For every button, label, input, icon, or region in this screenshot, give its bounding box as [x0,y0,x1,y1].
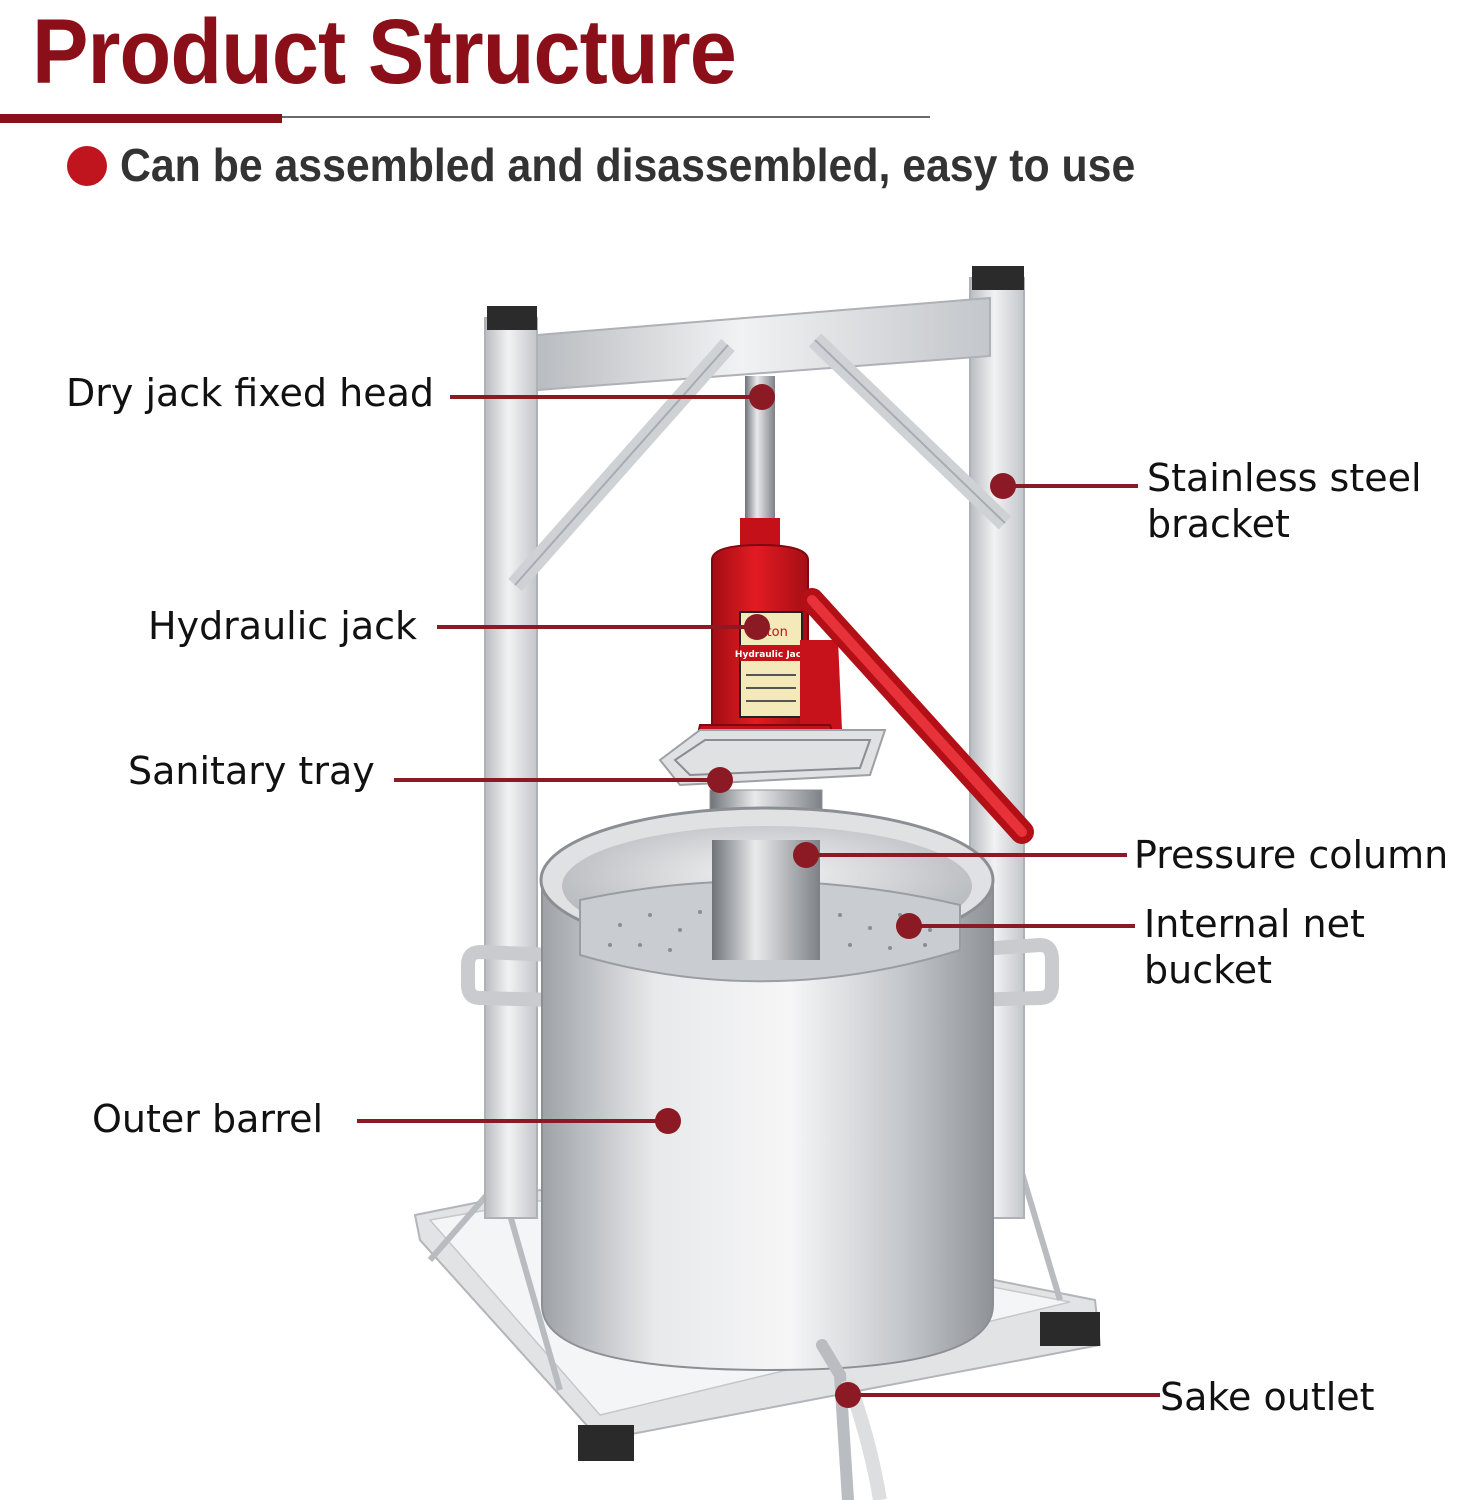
hydraulic-jack-marker [744,614,770,640]
callout-dots [655,384,1016,1408]
label-dry-jack-fixed-head: Dry jack fixed head [66,371,434,415]
page-title: Product Structure [32,1,737,103]
title-divider [0,116,930,118]
label-sanitary-tray: Sanitary tray [128,749,375,793]
pressure-column-marker [793,842,819,868]
label-sake-outlet: Sake outlet [1160,1375,1375,1419]
bracket-marker [990,473,1016,499]
label-internal-net-bucket: Internal net bucket [1144,902,1365,992]
stainless-steel-bracket [484,266,1025,1219]
bullet-icon [67,146,107,186]
right-handle [964,937,1059,1007]
net-bucket-marker [896,913,922,939]
sanitary-tray [658,729,887,787]
subtitle: Can be assembled and disassembled, easy … [120,139,1136,191]
dry-jack-head-marker [749,384,775,410]
sanitary-tray-marker [707,767,733,793]
title-accent-bar [0,114,282,123]
label-stainless-steel-bracket: Stainless steel bracket [1147,456,1422,546]
callout-lines [357,395,1160,1397]
jack-brand-label: Hydraulic Jack [735,650,808,660]
sake-outlet-marker [835,1382,861,1408]
label-hydraulic-jack: Hydraulic jack [148,604,418,648]
label-outer-barrel: Outer barrel [92,1097,324,1141]
outer-barrel-marker [655,1108,681,1134]
left-handle [461,944,556,1007]
label-pressure-column: Pressure column [1134,833,1449,877]
